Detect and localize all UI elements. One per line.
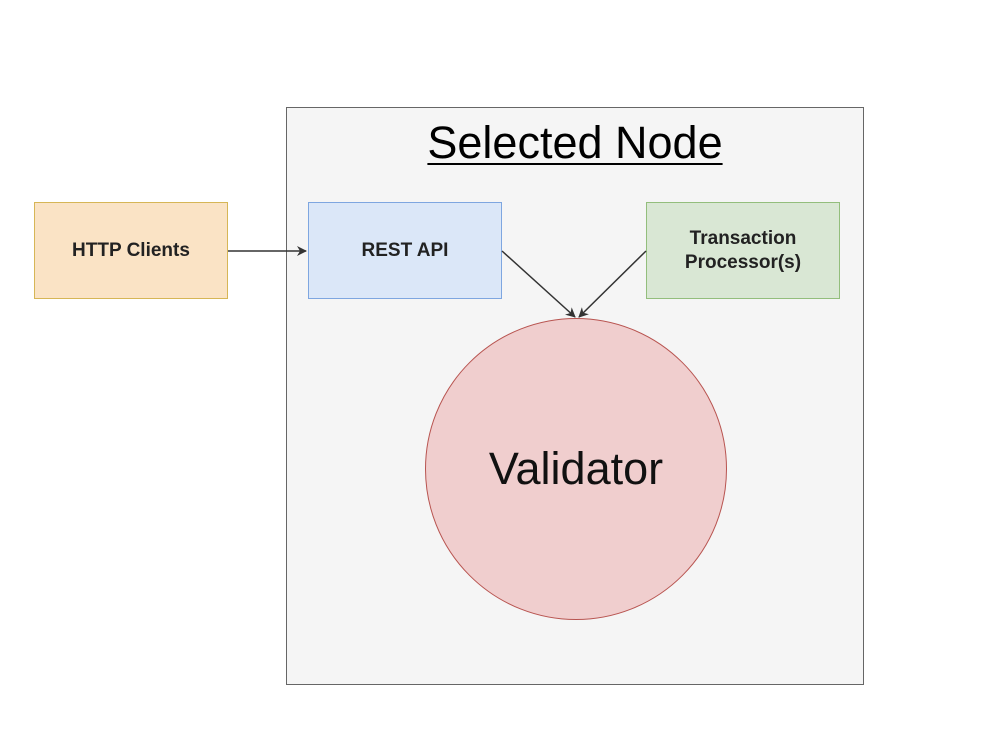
http-clients-label: HTTP Clients [72,239,190,261]
rest-api-node[interactable]: REST API [308,202,502,299]
transaction-processors-node[interactable]: Transaction Processor(s) [646,202,840,299]
transaction-processors-label: Transaction Processor(s) [684,227,802,273]
http-clients-node[interactable]: HTTP Clients [34,202,228,299]
rest-api-label: REST API [361,239,449,261]
container-title: Selected Node [427,117,723,168]
validator-label: Validator [488,443,664,494]
validator-node[interactable]: Validator [425,318,727,620]
